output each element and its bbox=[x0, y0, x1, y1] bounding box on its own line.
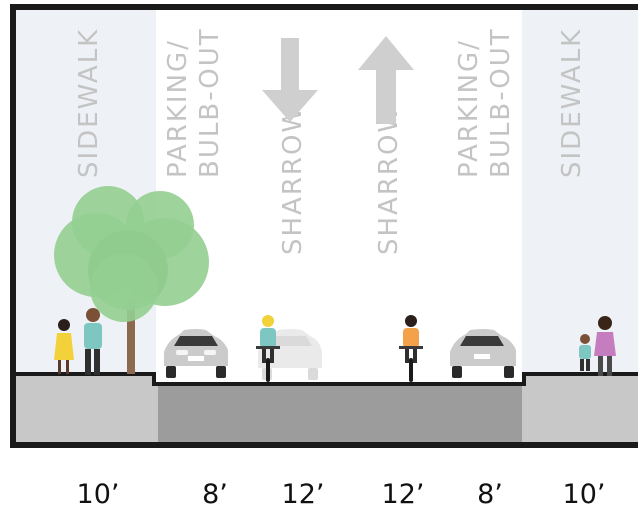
parking-left-label-line2: BULB-OUT bbox=[195, 27, 225, 178]
car-icon bbox=[450, 329, 516, 378]
cyclist-icon bbox=[399, 315, 423, 382]
frame-left bbox=[10, 4, 16, 446]
sidewalk-right-width: 10’ bbox=[563, 479, 606, 510]
car-icon bbox=[164, 329, 228, 378]
up-arrow-icon bbox=[358, 36, 414, 124]
parking-right-label-line2: BULB-OUT bbox=[486, 27, 516, 178]
down-arrow-icon bbox=[262, 38, 318, 122]
pedestrian-icon bbox=[579, 334, 591, 371]
cyclist-icon bbox=[256, 315, 280, 382]
frame-bottom bbox=[10, 442, 638, 448]
pedestrian-icon bbox=[84, 308, 102, 375]
parking-right-width: 8’ bbox=[477, 479, 503, 510]
sidewalk-left-width: 10’ bbox=[77, 479, 120, 510]
street-zone bbox=[156, 10, 522, 382]
sharrow-up-label: SHARROW bbox=[374, 105, 404, 255]
parking-left-width: 8’ bbox=[202, 479, 228, 510]
sidewalk-right-zone bbox=[522, 10, 638, 372]
pedestrian-icon bbox=[594, 316, 616, 376]
roadway bbox=[158, 384, 522, 442]
parking-right-label-line1: PARKING/ bbox=[454, 39, 484, 178]
sharrow-down-label: SHARROW bbox=[278, 105, 308, 255]
parking-left-label-line1: PARKING/ bbox=[163, 39, 193, 178]
pedestrian-icon bbox=[54, 319, 74, 374]
sidewalk-right-label: SIDEWALK bbox=[557, 28, 587, 178]
frame-top bbox=[10, 4, 638, 10]
tree-icon bbox=[54, 186, 209, 374]
sidewalk-left-label: SIDEWALK bbox=[74, 28, 104, 178]
sharrow-up-width: 12’ bbox=[382, 479, 425, 510]
sharrow-down-width: 12’ bbox=[282, 479, 325, 510]
